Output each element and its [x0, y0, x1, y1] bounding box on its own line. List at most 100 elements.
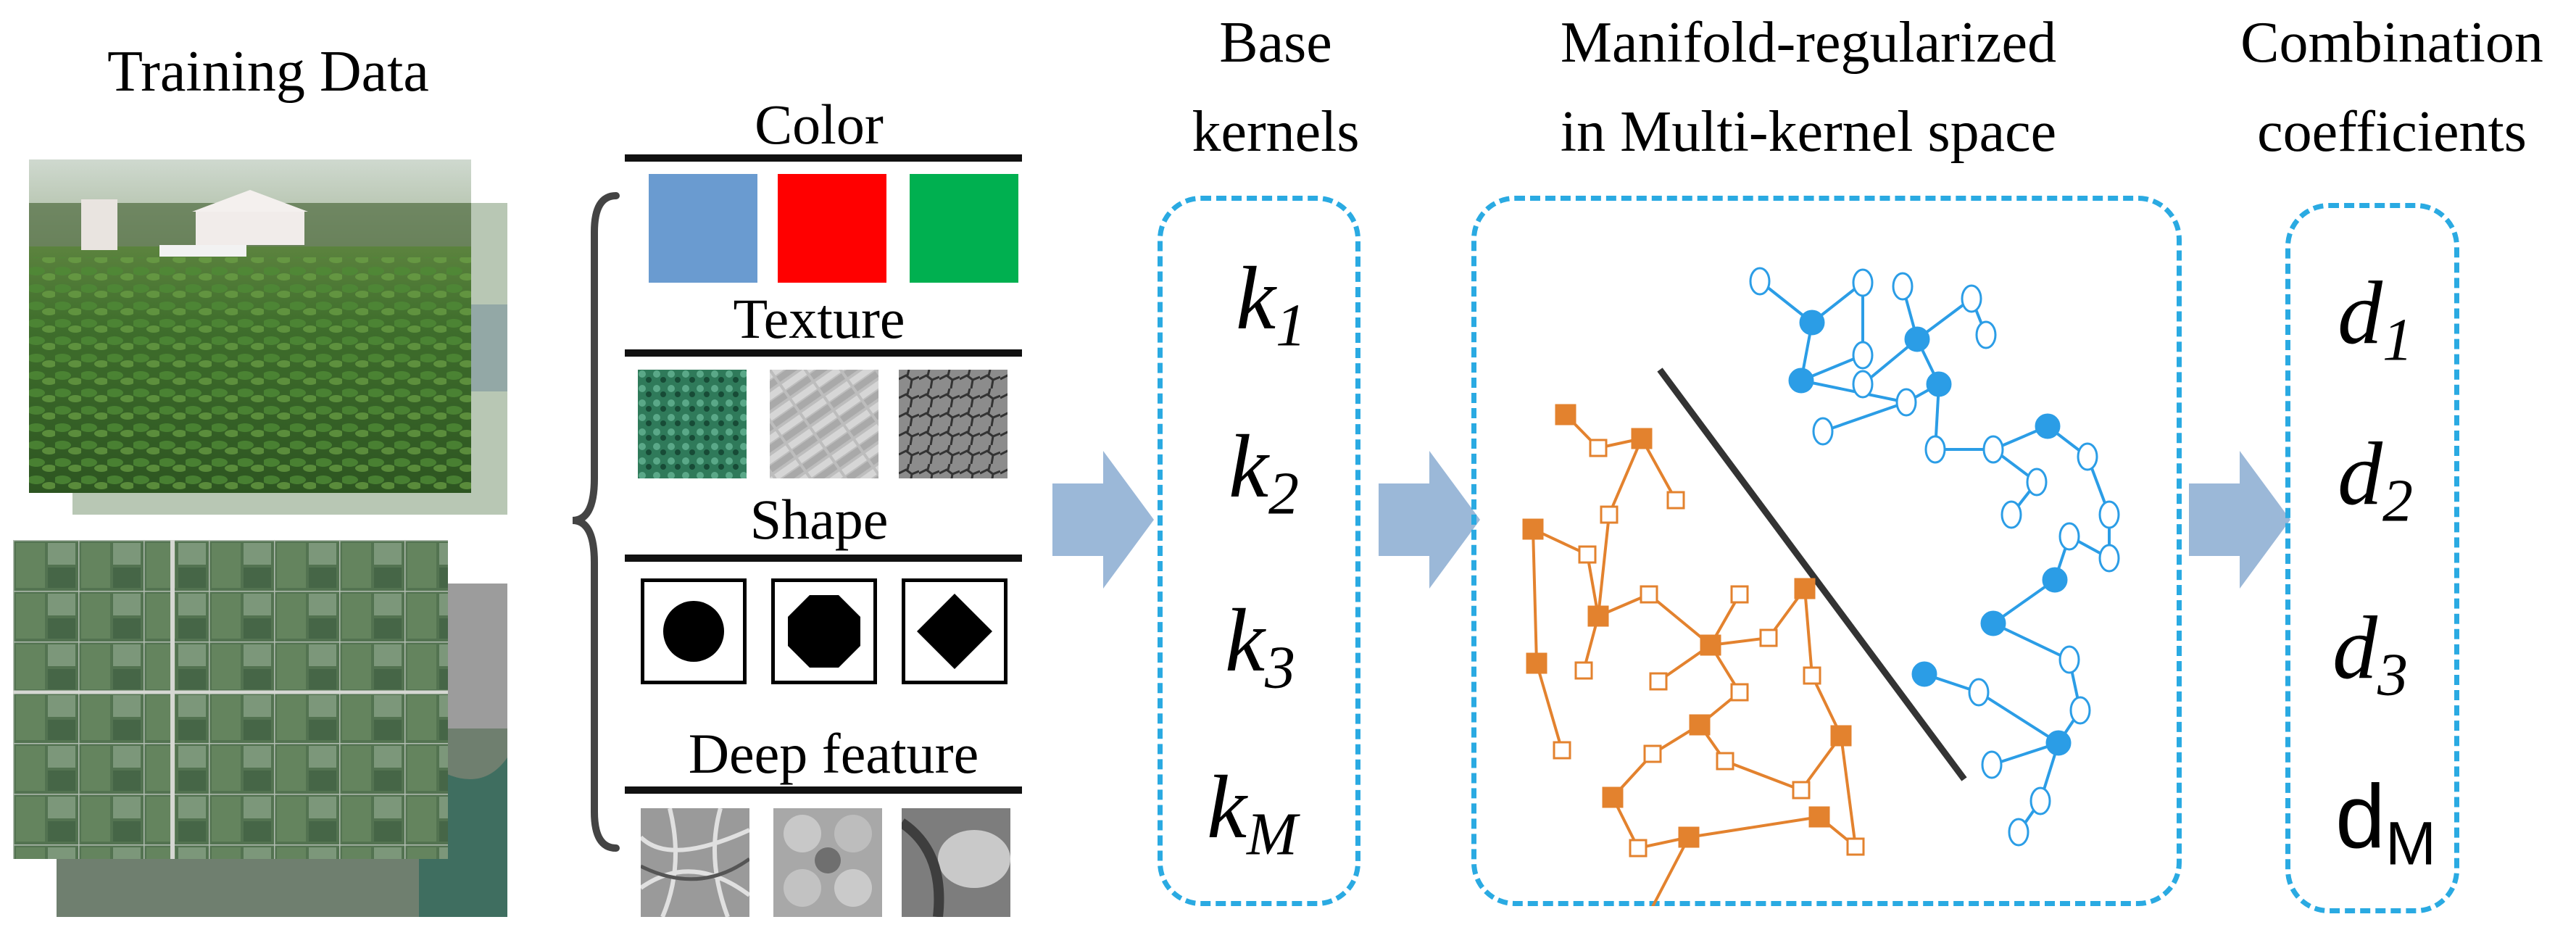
blue-node-hollow	[1892, 272, 1914, 301]
aerial-photo-stack	[13, 540, 507, 917]
texture-thumb-brick	[770, 370, 878, 478]
blue-node-hollow	[1852, 341, 1874, 370]
texture-thumb-foliage	[638, 370, 747, 478]
blue-node-hollow	[1852, 268, 1874, 297]
blue-node-hollow	[1981, 750, 2003, 779]
deep-feature-thumb-1	[641, 808, 749, 917]
training-data-title: Training Data	[107, 40, 429, 104]
blue-edge	[1977, 691, 2060, 744]
orange-node-filled	[1602, 786, 1624, 808]
blue-node-filled	[1904, 326, 1930, 352]
color-rule	[625, 154, 1022, 162]
base-kernels-title-line1: Base	[1219, 11, 1332, 75]
orange-node-hollow	[1643, 744, 1662, 763]
texture-thumb-crackle	[899, 370, 1007, 478]
blue-node-hollow	[2077, 442, 2098, 471]
shape-box-octagon	[771, 578, 877, 684]
orange-node-filled	[1631, 428, 1653, 449]
orange-node-hollow	[1629, 839, 1648, 858]
kernel-kM: kM	[1207, 757, 1298, 868]
blue-node-hollow	[2098, 544, 2120, 573]
orange-edge	[1651, 836, 1690, 906]
blue-node-hollow	[2098, 500, 2120, 529]
manifold-title-line1: Manifold-regularized	[1560, 11, 2057, 75]
blue-node-hollow	[2058, 645, 2080, 674]
blue-node-filled	[2045, 730, 2072, 756]
blue-edge	[1800, 379, 1907, 404]
blue-node-hollow	[1968, 678, 1990, 707]
orange-node-filled	[1700, 634, 1721, 656]
orange-node-filled	[1526, 652, 1547, 674]
orange-node-hollow	[1649, 672, 1668, 691]
base-kernels-title-line2: kernels	[1192, 100, 1360, 164]
orange-node-filled	[1522, 518, 1544, 540]
blue-node-filled	[2042, 567, 2068, 593]
deep-feature-label: Deep feature	[688, 722, 979, 785]
orange-node-filled	[1678, 826, 1700, 848]
separating-line	[1657, 368, 1967, 781]
blue-node-hollow	[1852, 370, 1874, 399]
orange-node-filled	[1689, 714, 1711, 736]
blue-node-filled	[1911, 661, 1937, 687]
orange-node-hollow	[1792, 781, 1811, 800]
deep-feature-thumb-3	[902, 808, 1010, 917]
deep-feature-thumb-2	[773, 808, 882, 917]
aerial-front	[13, 540, 448, 859]
orange-node-hollow	[1600, 505, 1619, 524]
orange-node-filled	[1794, 578, 1816, 599]
orange-node-filled	[1808, 806, 1830, 828]
diamond-shape	[917, 594, 992, 669]
arrow-kernels-to-manifold	[1379, 451, 1480, 589]
blue-node-hollow	[2026, 468, 2048, 497]
color-swatch-green	[910, 174, 1018, 283]
shape-box-circle	[641, 578, 747, 684]
orange-node-hollow	[1666, 491, 1685, 510]
blue-node-hollow	[1975, 320, 1997, 349]
blue-node-hollow	[1924, 435, 1946, 464]
orange-node-hollow	[1553, 741, 1571, 760]
base-kernels-box	[1158, 196, 1360, 906]
orange-edge	[1597, 514, 1611, 617]
octagon-shape	[788, 595, 860, 668]
orange-node-hollow	[1730, 683, 1749, 702]
blue-node-hollow	[2000, 500, 2022, 529]
blue-node-filled	[1980, 610, 2006, 636]
coefficient-d2: d2	[2338, 424, 2413, 535]
blue-node-hollow	[1895, 388, 1917, 417]
kernel-k3: k3	[1225, 591, 1296, 702]
coefficient-dM: dM	[2335, 767, 2436, 878]
feature-brace	[572, 192, 620, 852]
orange-node-hollow	[1803, 666, 1821, 685]
blue-node-hollow	[2029, 786, 2051, 815]
blue-node-filled	[1799, 310, 1825, 336]
blue-node-hollow	[1961, 284, 1982, 313]
texture-rule	[625, 349, 1022, 357]
texture-label: Texture	[733, 287, 905, 350]
blue-node-hollow	[2069, 696, 2091, 725]
kernel-k1: k1	[1236, 249, 1307, 360]
orange-edge	[1724, 760, 1802, 792]
orange-node-hollow	[1846, 837, 1865, 856]
blue-node-hollow	[2008, 818, 2029, 847]
orange-edge	[1840, 735, 1857, 847]
orange-edge	[1535, 663, 1563, 751]
orange-node-hollow	[1574, 661, 1593, 680]
deep-feature-rule	[625, 786, 1022, 794]
blue-edge	[1993, 622, 2070, 661]
coefficients-title-line2: coefficients	[2257, 100, 2527, 164]
blue-node-hollow	[1812, 417, 1834, 446]
kernel-k2: k2	[1229, 417, 1300, 528]
shape-label: Shape	[749, 488, 889, 551]
manifold-box	[1471, 196, 2182, 906]
blue-node-filled	[2035, 413, 2061, 439]
coefficient-d1: d1	[2338, 263, 2413, 374]
orange-node-hollow	[1578, 545, 1597, 564]
orange-node-filled	[1587, 605, 1609, 627]
shape-rule	[625, 555, 1022, 562]
orange-edge	[1608, 438, 1643, 515]
orange-edge	[1688, 815, 1820, 839]
circle-shape	[663, 601, 724, 662]
orange-edge	[1532, 528, 1538, 664]
orange-node-filled	[1555, 404, 1576, 425]
manifold-title-line2: in Multi-kernel space	[1560, 100, 2057, 164]
